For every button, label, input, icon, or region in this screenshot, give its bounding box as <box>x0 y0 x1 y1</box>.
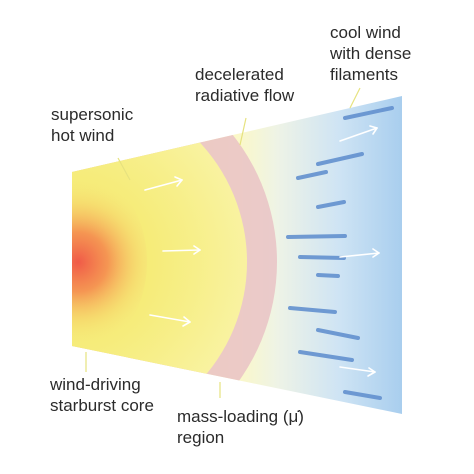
label-cool-wind-line-3: filaments <box>330 65 399 84</box>
filament-icon <box>316 152 364 166</box>
label-mass-loading-region: mass-loading (μ̇) region <box>177 406 304 448</box>
leader-line-cool-wind <box>349 87 361 109</box>
label-decelerated-flow: decelerated radiative flow <box>195 64 294 106</box>
arrow-icon <box>339 366 376 377</box>
hot-wind-region <box>72 96 247 414</box>
label-starburst-core: wind-driving starburst core <box>50 374 154 416</box>
leader-lines <box>85 87 361 398</box>
label-cool-wind-line-1: cool wind <box>330 23 401 42</box>
filament-icon <box>296 170 328 180</box>
label-decelerated-line-2: radiative flow <box>195 86 295 105</box>
filaments <box>286 106 394 400</box>
label-supersonic-line-1: supersonic <box>51 105 134 124</box>
starburst-core-glow <box>72 167 147 357</box>
arrow-icon <box>149 314 191 327</box>
label-mass-loading-line-1: mass-loading (μ̇) <box>177 407 304 426</box>
label-core-line-1: wind-driving <box>50 375 141 394</box>
label-cool-wind: cool wind with dense filaments <box>330 22 411 85</box>
filament-icon <box>343 106 394 120</box>
label-supersonic-line-2: hot wind <box>51 126 115 145</box>
filament-icon <box>343 390 382 400</box>
leader-line-decelerated <box>239 117 247 146</box>
flow-arrows <box>144 125 380 377</box>
arrow-icon <box>162 245 201 255</box>
label-supersonic-hot-wind: supersonic hot wind <box>51 104 133 146</box>
arrow-icon <box>144 176 183 191</box>
label-core-line-2: starburst core <box>50 396 154 415</box>
label-decelerated-line-1: decelerated <box>195 65 284 84</box>
label-cool-wind-line-2: with dense <box>330 44 412 63</box>
arrow-icon <box>339 125 378 142</box>
filament-icon <box>298 350 354 362</box>
filament-icon <box>316 328 360 340</box>
filament-icon <box>298 255 346 260</box>
filament-icon <box>316 200 346 209</box>
filament-icon <box>288 306 337 314</box>
filament-icon <box>286 234 347 239</box>
label-mass-loading-line-2: region <box>177 428 225 447</box>
arrow-icon <box>339 248 380 258</box>
filament-icon <box>316 273 340 278</box>
leader-line-supersonic <box>117 157 131 181</box>
